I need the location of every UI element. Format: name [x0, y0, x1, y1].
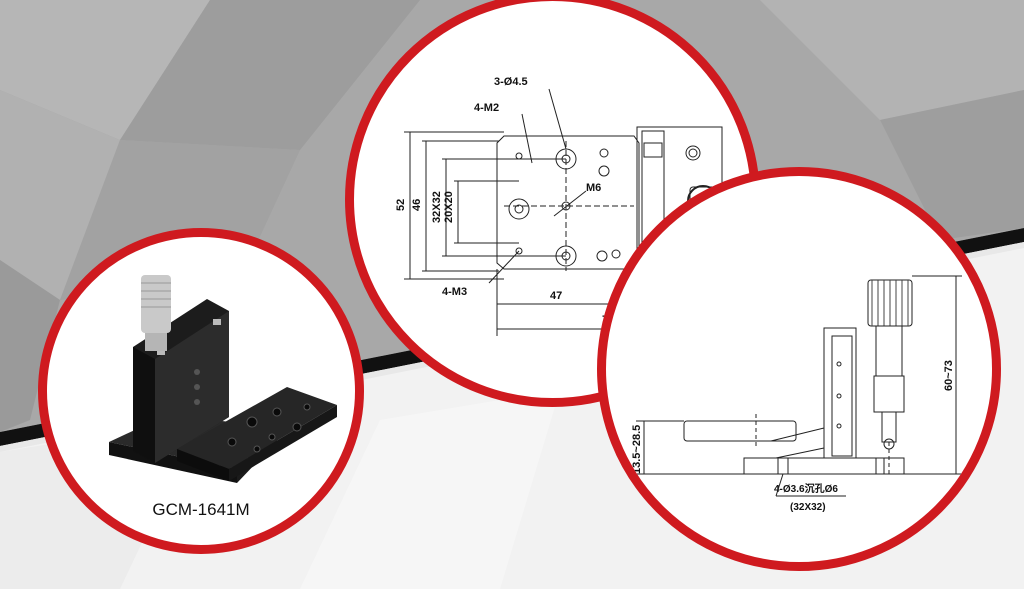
side-view-drawing-circle: 60~73 13.5~28.5 4-Ø3.6沉孔Ø6 (32X32): [597, 167, 1001, 571]
dim-pattern-32x32: 32X32: [431, 191, 443, 223]
hole-note-line1: 4-Ø3.6沉孔Ø6: [774, 482, 838, 495]
dim-height-range: 60~73: [943, 360, 955, 391]
side-view-drawing: 60~73 13.5~28.5 4-Ø3.6沉孔Ø6 (32X32): [631, 275, 962, 513]
product-model-label: GCM-1641M: [152, 500, 250, 519]
label-threads-m3: 4-M3: [442, 286, 467, 298]
dim-base-range: 13.5~28.5: [631, 425, 643, 474]
dim-width-plate: 47: [550, 290, 562, 302]
product-photo: [109, 275, 337, 483]
dim-height-plate: 46: [411, 199, 423, 211]
product-photo-circle: GCM-1641M: [38, 228, 364, 554]
label-holes-d45: 3-Ø4.5: [494, 76, 528, 88]
label-threads-m2: 4-M2: [474, 102, 499, 114]
hole-note-line2: (32X32): [790, 502, 826, 513]
dim-pattern-20x20: 20X20: [443, 191, 455, 223]
label-thread-m6: M6: [586, 182, 601, 194]
dim-height-outer: 52: [395, 199, 407, 211]
